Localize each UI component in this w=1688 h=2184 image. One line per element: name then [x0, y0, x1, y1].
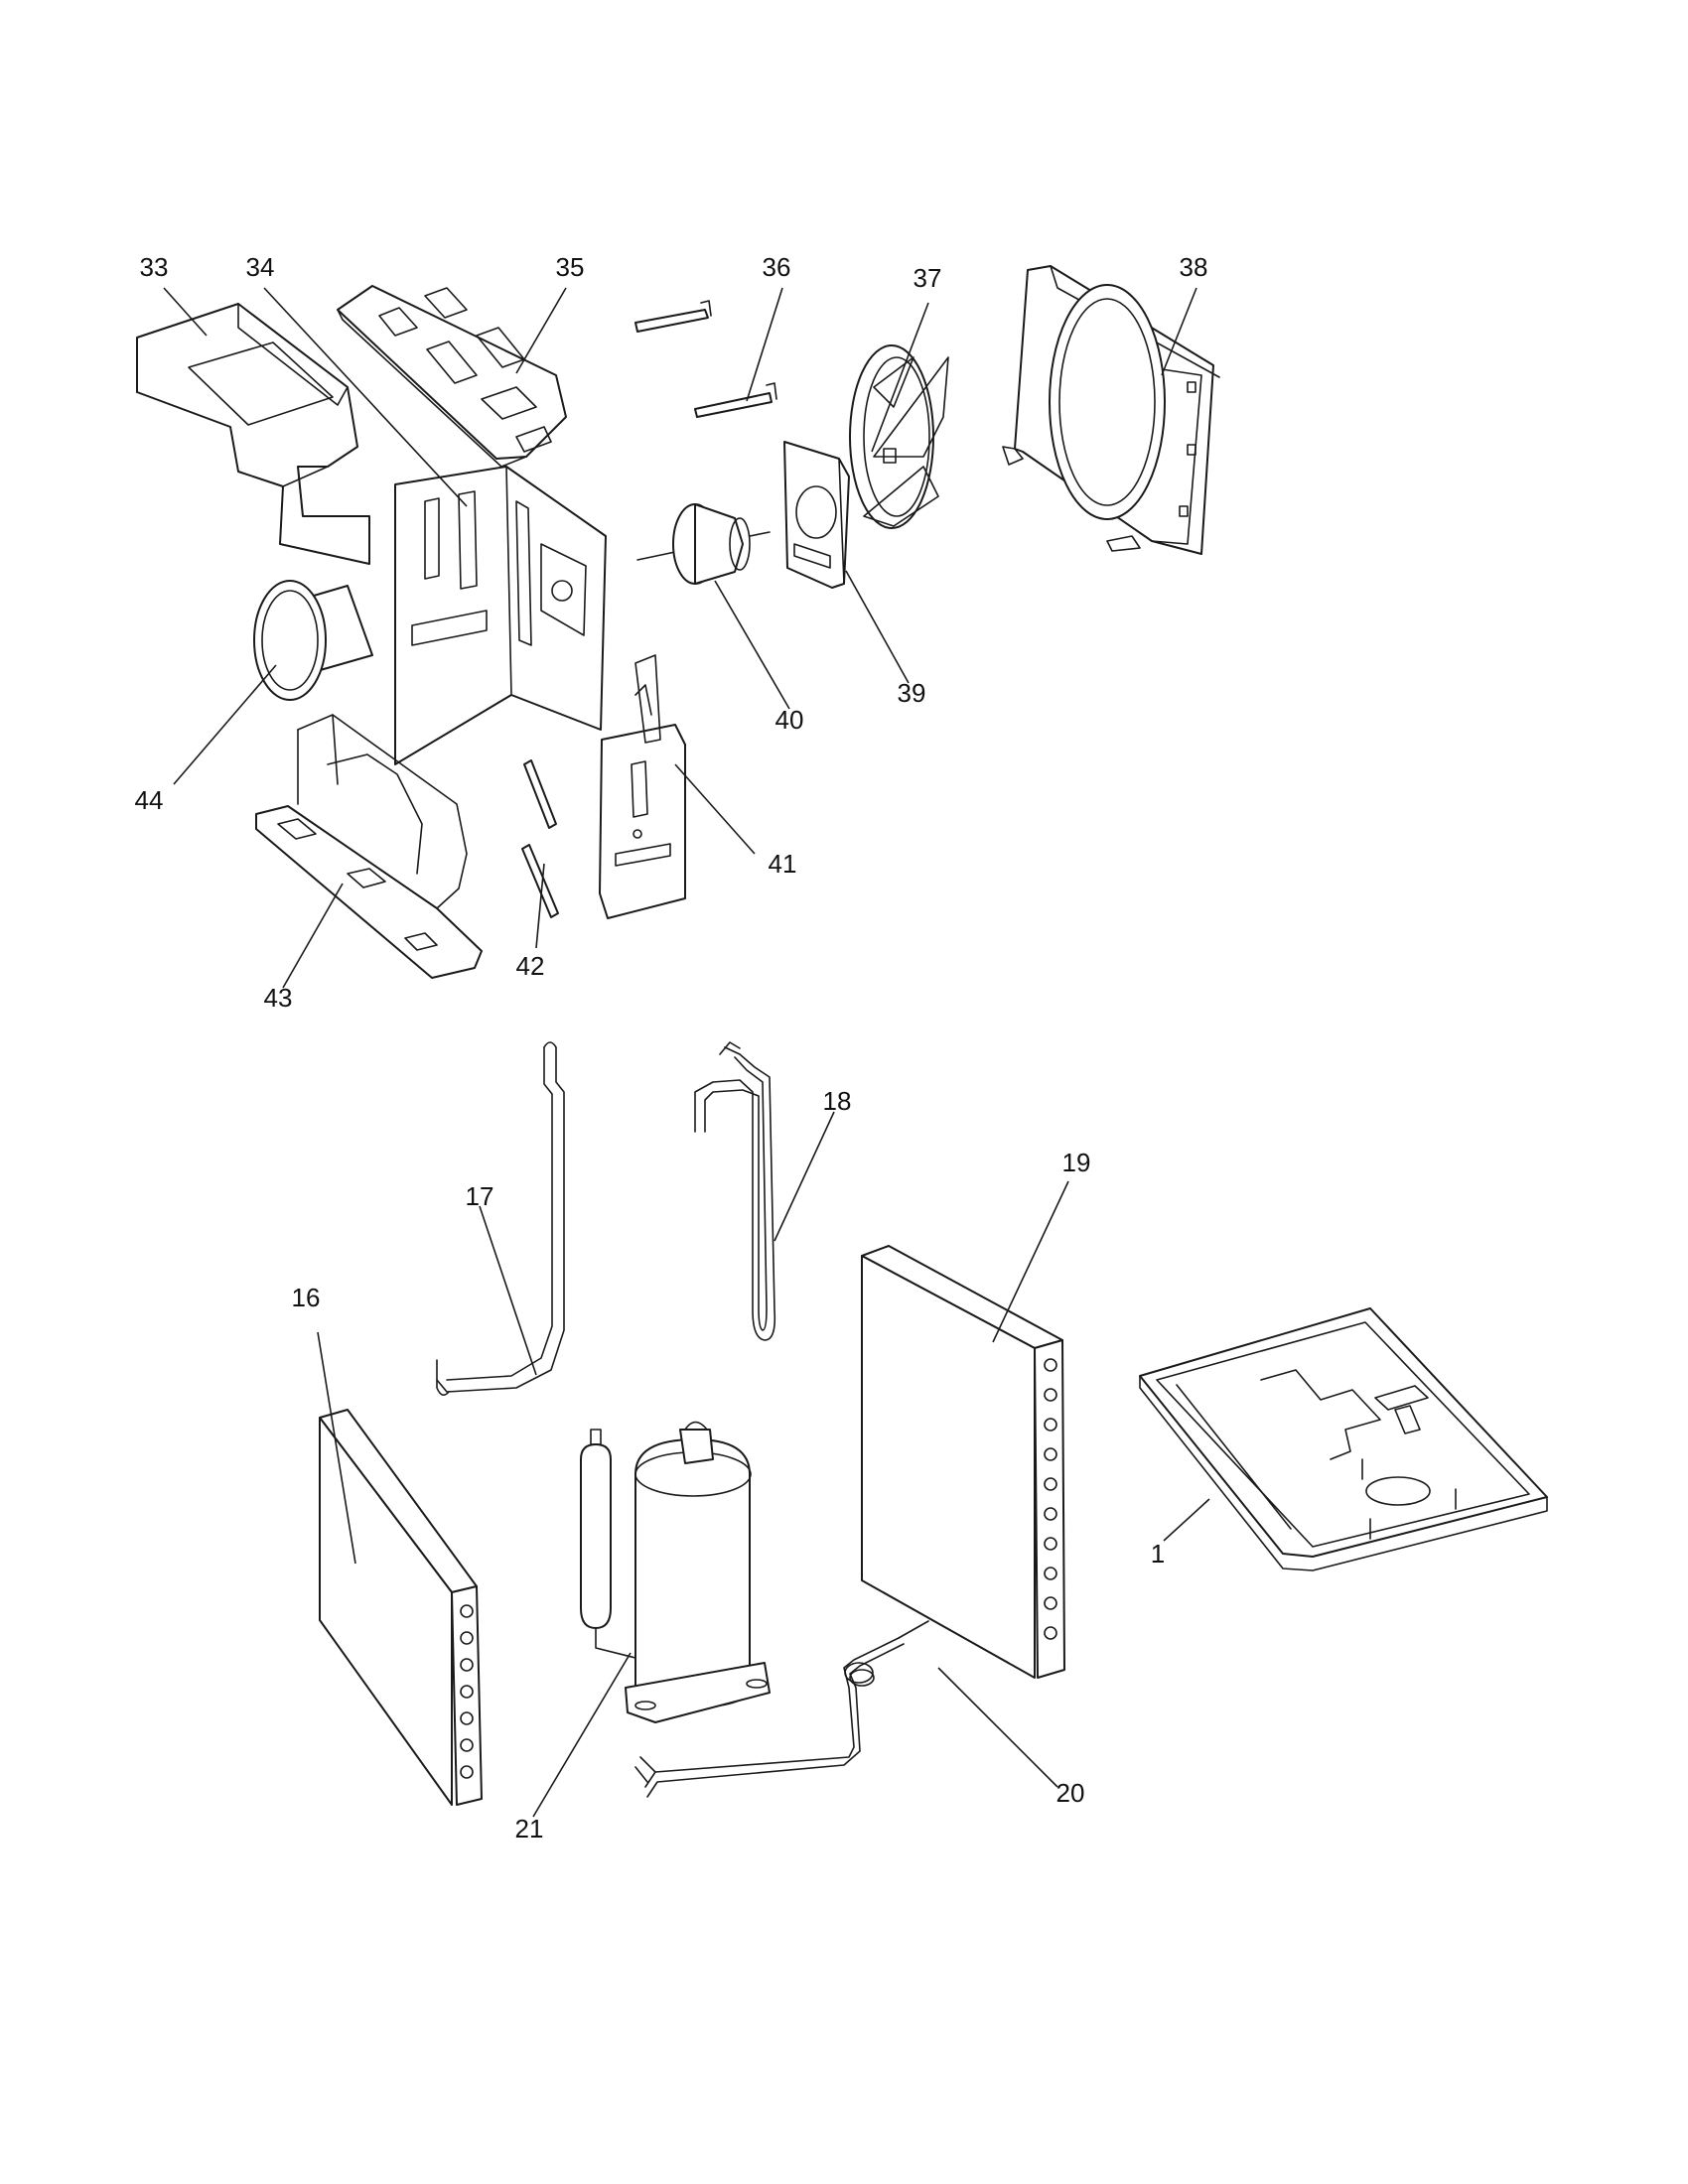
part-21-compressor	[580, 1421, 771, 1723]
part-17-tube	[436, 1041, 565, 1396]
callout-44: 44	[135, 785, 164, 815]
part-19-evaporator-coil	[861, 1245, 1065, 1679]
part-39-motor-bracket	[783, 441, 850, 589]
callout-37: 37	[914, 263, 942, 293]
callout-21: 21	[515, 1814, 544, 1843]
leader-lines	[163, 287, 1210, 1818]
callout-17: 17	[466, 1181, 494, 1211]
part-37-fan-blade	[849, 344, 949, 529]
callout-40: 40	[775, 705, 804, 735]
part-18-tube	[694, 1041, 776, 1341]
callout-36: 36	[763, 252, 791, 282]
part-38-fan-shroud	[1002, 265, 1220, 555]
part-34-partition-panel	[394, 466, 607, 765]
callout-labels: 33 34 35 36 37 38 39 40 41 42 43 44 16 1…	[135, 252, 1208, 1843]
callout-41: 41	[769, 849, 797, 879]
part-20-capillary-tube	[634, 1620, 929, 1798]
callout-19: 19	[1062, 1148, 1091, 1177]
callout-33: 33	[140, 252, 169, 282]
part-33-duct-housing	[136, 303, 370, 565]
callout-1: 1	[1151, 1539, 1165, 1569]
callout-42: 42	[516, 951, 545, 981]
part-44-blower-wheel	[253, 580, 373, 701]
part-40-fan-motor	[636, 503, 771, 585]
callout-38: 38	[1180, 252, 1208, 282]
part-16-condenser-coil	[319, 1409, 483, 1806]
part-43-base-housing	[255, 714, 483, 979]
part-35-top-cover-plate	[337, 285, 567, 468]
part-41-side-bracket	[599, 654, 686, 919]
callout-39: 39	[898, 678, 926, 708]
part-42-rails	[521, 759, 559, 918]
callout-16: 16	[292, 1283, 321, 1312]
callout-18: 18	[823, 1086, 852, 1116]
callout-43: 43	[264, 983, 293, 1013]
callout-35: 35	[556, 252, 585, 282]
part-1-base-pan	[1139, 1307, 1548, 1571]
callout-34: 34	[246, 252, 275, 282]
callout-20: 20	[1056, 1778, 1085, 1808]
part-36-brackets	[634, 300, 777, 418]
